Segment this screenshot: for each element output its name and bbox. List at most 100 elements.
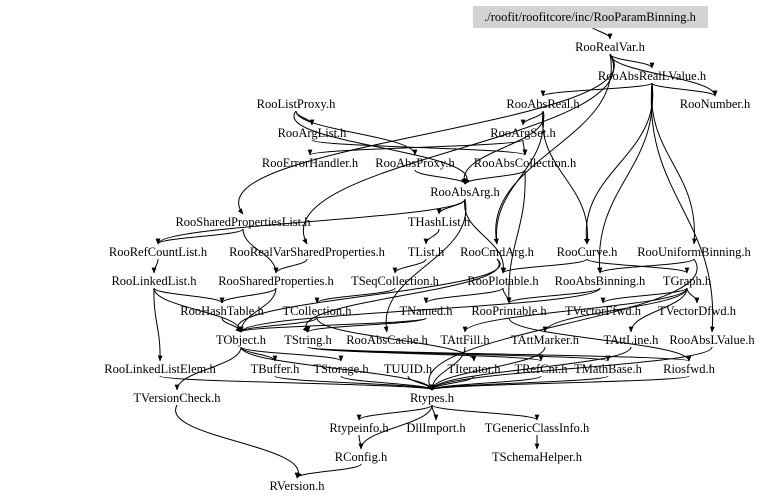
node-roo-abs-real-lvalue[interactable]: RooAbsRealLValue.h	[598, 69, 707, 83]
node-tlist[interactable]: TList.h	[408, 245, 445, 259]
node-roo-error-handler[interactable]: RooErrorHandler.h	[262, 156, 359, 170]
node-label: TRefCnt.h	[514, 362, 568, 376]
node-tobject[interactable]: TObject.h	[216, 333, 267, 347]
node-roo-plotable[interactable]: RooPlotable.h	[467, 274, 539, 288]
edge-roo-plotable-to-tnamed	[423, 287, 504, 304]
node-thash-list[interactable]: THashList.h	[408, 215, 471, 229]
node-label: TAttFill.h	[440, 333, 490, 347]
node-label: RooErrorHandler.h	[262, 156, 359, 170]
node-tbuffer[interactable]: TBuffer.h	[251, 362, 300, 376]
node-dll-import[interactable]: DllImport.h	[406, 421, 466, 435]
node-riosfwd[interactable]: Riosfwd.h	[663, 362, 715, 376]
node-roo-linked-list-elem[interactable]: RooLinkedListElem.h	[104, 362, 216, 376]
node-tcollection[interactable]: TCollection.h	[282, 304, 352, 318]
node-label: TSeqCollection.h	[351, 274, 440, 288]
edge-roo-abs-real-lvalue-to-roo-number	[651, 82, 718, 97]
node-label: TGraph.h	[663, 274, 712, 288]
node-roo-shared-properties[interactable]: RooSharedProperties.h	[218, 274, 334, 288]
node-label: RooSharedProperties.h	[218, 274, 334, 288]
edge-tgraph-to-tatt-marker	[542, 287, 688, 333]
edge-roo-linked-list-to-roo-hash-table	[153, 287, 225, 304]
node-label: RooListProxy.h	[257, 97, 336, 111]
edge-roo-real-var-shared-properties-to-roo-shared-properties	[273, 258, 308, 274]
node-roo-abs-collection[interactable]: RooAbsCollection.h	[474, 156, 577, 170]
edge-roo-abs-real-to-roo-abs-arg	[460, 110, 545, 185]
node-roo-abs-cache[interactable]: RooAbsCache.h	[346, 333, 428, 347]
node-tmath-base[interactable]: TMathBase.h	[574, 362, 642, 376]
node-roo-uniform-binning[interactable]: RooUniformBinning.h	[637, 245, 751, 259]
node-label: Rtypeinfo.h	[329, 421, 389, 435]
node-tversion-check[interactable]: TVersionCheck.h	[133, 391, 221, 405]
node-rversion[interactable]: RVersion.h	[270, 479, 326, 493]
node-label: TUUID.h	[384, 362, 433, 376]
node-tstring[interactable]: TString.h	[284, 333, 332, 347]
node-rtypeinfo[interactable]: Rtypeinfo.h	[329, 421, 389, 435]
node-tschema-helper[interactable]: TSchemaHelper.h	[492, 450, 583, 464]
node-label: TObject.h	[216, 333, 267, 347]
node-tatt-marker[interactable]: TAttMarker.h	[511, 333, 580, 347]
node-titerator[interactable]: TIterator.h	[447, 362, 501, 376]
node-roo-number[interactable]: RooNumber.h	[680, 97, 751, 111]
node-roo-abs-proxy[interactable]: RooAbsProxy.h	[375, 156, 455, 170]
edge-roo-curve-to-roo-plotable	[500, 258, 588, 274]
node-roo-curve[interactable]: RooCurve.h	[557, 245, 619, 259]
node-roo-hash-table[interactable]: RooHashTable.h	[180, 304, 264, 318]
node-tuuid[interactable]: TUUID.h	[384, 362, 433, 376]
node-roo-arg-set[interactable]: RooArgSet.h	[490, 126, 556, 140]
node-label: RooAbsCollection.h	[474, 156, 577, 170]
node-label: TNamed.h	[399, 304, 453, 318]
node-tatt-fill[interactable]: TAttFill.h	[440, 333, 490, 347]
node-roo-real-var[interactable]: RooRealVar.h	[575, 40, 646, 54]
edge-thash-list-to-tlist	[423, 228, 440, 245]
node-tstorage[interactable]: TStorage.h	[313, 362, 369, 376]
node-roo-printable[interactable]: RooPrintable.h	[471, 304, 547, 318]
node-rtypes[interactable]: Rtypes.h	[410, 391, 455, 405]
node-roo-ref-count-list[interactable]: RooRefCountList.h	[109, 245, 208, 259]
node-roo-abs-binning[interactable]: RooAbsBinning.h	[555, 274, 646, 288]
edge-riosfwd-to-rtypes	[429, 375, 690, 391]
root-node[interactable]: ./roofit/roofitcore/inc/RooParamBinning.…	[473, 6, 708, 28]
node-label: RooAbsProxy.h	[375, 156, 455, 170]
edge-roo-abs-binning-to-tobject	[238, 287, 601, 333]
edge-roo-uniform-binning-to-rtypes	[427, 258, 698, 391]
node-tseq-collection[interactable]: TSeqCollection.h	[351, 274, 440, 288]
node-roo-abs-lvalue[interactable]: RooAbsLValue.h	[669, 333, 755, 347]
node-tgeneric-class-info[interactable]: TGenericClassInfo.h	[485, 421, 590, 435]
node-roo-real-var-shared-properties[interactable]: RooRealVarSharedProperties.h	[229, 245, 386, 259]
node-label: RooAbsCache.h	[346, 333, 428, 347]
node-tvector-dfwd[interactable]: TVectorDfwd.h	[658, 304, 737, 318]
node-roo-abs-real[interactable]: RooAbsReal.h	[506, 97, 580, 111]
node-roo-abs-arg[interactable]: RooAbsArg.h	[430, 185, 500, 199]
node-tref-cnt[interactable]: TRefCnt.h	[514, 362, 568, 376]
node-label: RooCmdArg.h	[460, 245, 534, 259]
node-rconfig[interactable]: RConfig.h	[335, 450, 388, 464]
node-label: RooLinkedListElem.h	[104, 362, 216, 376]
node-tnamed[interactable]: TNamed.h	[399, 304, 453, 318]
node-label: TVectorDfwd.h	[658, 304, 737, 318]
node-label: TVersionCheck.h	[133, 391, 221, 405]
edge-tmath-base-to-rtypes	[429, 375, 609, 391]
edge-tobject-to-rtypes	[240, 346, 435, 391]
node-label: RooSharedPropertiesList.h	[175, 215, 311, 229]
edge-roo-cmd-arg-to-tobject	[235, 258, 501, 333]
edge-tobject-to-tstorage	[240, 346, 344, 362]
edge-roo-real-var-to-roo-shared-properties-list	[237, 53, 615, 215]
node-tatt-line[interactable]: TAttLine.h	[604, 333, 660, 347]
node-roo-arg-list[interactable]: RooArgList.h	[278, 126, 348, 140]
edge-tbuffer-to-rtypes	[274, 375, 435, 391]
node-label: RooAbsRealLValue.h	[598, 69, 707, 83]
node-roo-linked-list[interactable]: RooLinkedList.h	[111, 274, 197, 288]
edge-roo-abs-real-to-roo-curve	[542, 110, 590, 245]
node-tgraph[interactable]: TGraph.h	[663, 274, 712, 288]
edge-tnamed-to-tobject	[238, 317, 427, 333]
node-roo-shared-properties-list[interactable]: RooSharedPropertiesList.h	[175, 215, 311, 229]
edge-roo-linked-list-to-roo-linked-list-elem	[153, 287, 163, 362]
node-roo-cmd-arg[interactable]: RooCmdArg.h	[460, 245, 534, 259]
node-roo-list-proxy[interactable]: RooListProxy.h	[257, 97, 336, 111]
node-label: TIterator.h	[447, 362, 501, 376]
node-tvector-ffwd[interactable]: TVectorFfwd.h	[565, 304, 642, 318]
node-label: RooCurve.h	[557, 245, 619, 259]
node-label: TCollection.h	[282, 304, 352, 318]
edge-roo-abs-real-lvalue-to-roo-abs-lvalue	[650, 82, 715, 333]
edge-roo-abs-proxy-to-roo-abs-arg	[414, 169, 468, 185]
